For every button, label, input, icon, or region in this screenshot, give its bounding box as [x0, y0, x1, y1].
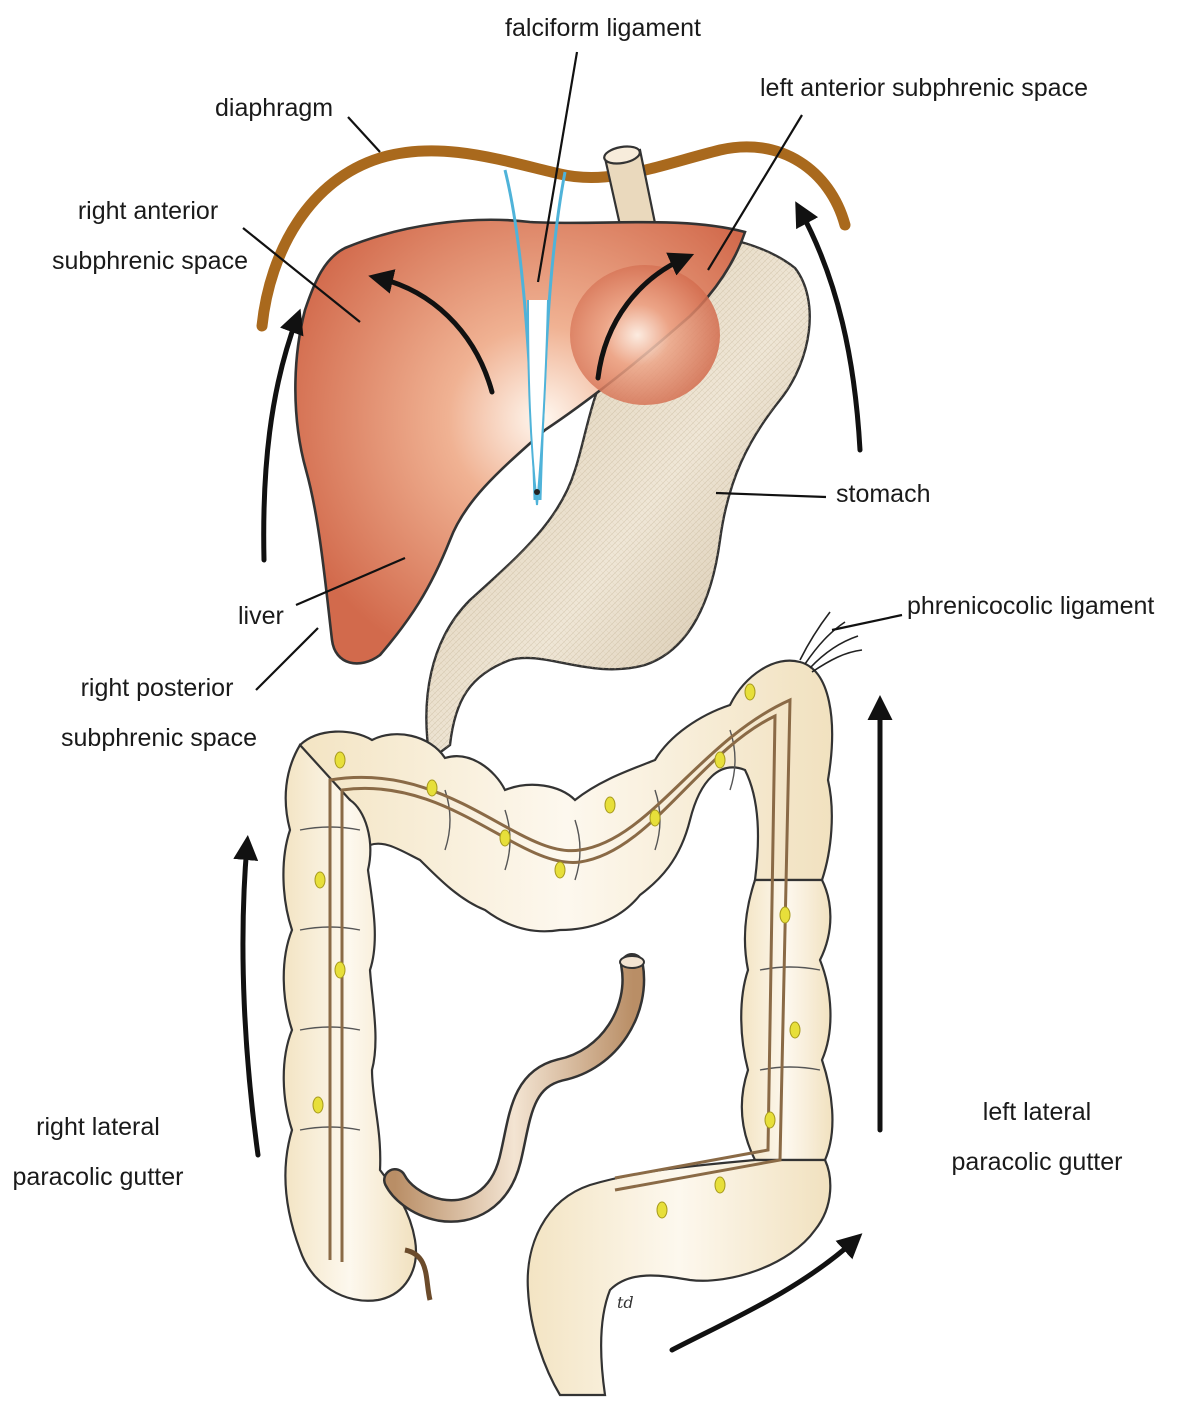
arrow-right-paracolic-flow — [243, 845, 258, 1155]
colon — [283, 661, 832, 1395]
arrow-right-subphrenic-flow — [264, 318, 297, 560]
leader-right-posterior — [256, 628, 318, 690]
label-stomach: stomach — [836, 480, 930, 508]
leader-diaphragm — [348, 117, 380, 152]
label-left-lateral-gutter-line1: left lateral — [983, 1098, 1091, 1126]
label-left-anterior-subphrenic-space: left anterior subphrenic space — [760, 74, 1088, 102]
label-left-lateral-gutter-line2: paracolic gutter — [952, 1148, 1123, 1176]
small-bowel — [395, 956, 644, 1211]
esophagus — [603, 144, 656, 234]
label-right-posterior-subphrenic-line1: right posterior — [81, 674, 234, 702]
label-right-anterior-subphrenic-line2: subphrenic space — [52, 247, 248, 275]
label-right-lateral-gutter-line1: right lateral — [36, 1113, 160, 1141]
label-right-anterior-subphrenic-line1: right anterior — [78, 197, 218, 225]
label-falciform-ligament: falciform ligament — [505, 14, 701, 42]
phrenicocolic-ligament — [800, 612, 862, 672]
label-right-lateral-gutter-line2: paracolic gutter — [13, 1163, 184, 1191]
artist-signature: td — [617, 1293, 634, 1312]
label-right-posterior-subphrenic-line2: subphrenic space — [61, 724, 257, 752]
leader-stomach — [716, 493, 826, 497]
leader-phrenicocolic — [832, 615, 902, 630]
label-liver: liver — [238, 602, 284, 630]
label-phrenicocolic-ligament: phrenicocolic ligament — [907, 592, 1154, 620]
label-diaphragm: diaphragm — [215, 94, 333, 122]
